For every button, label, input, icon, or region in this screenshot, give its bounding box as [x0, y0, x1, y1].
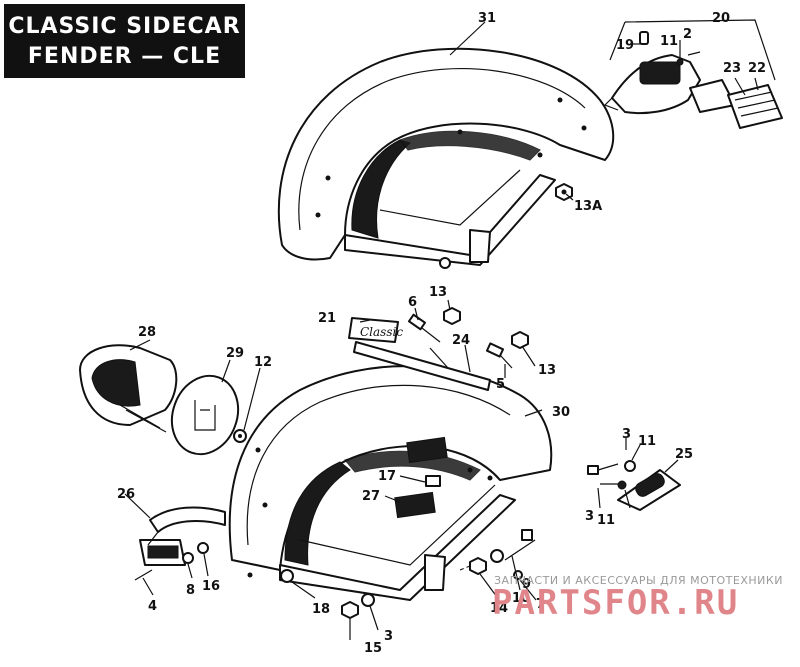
bolt-6	[407, 313, 441, 343]
diagram-title-line-1: CLASSIC SIDECAR	[8, 14, 241, 39]
callout-11-right: 11	[638, 434, 656, 449]
callout-31: 31	[478, 11, 496, 26]
trim-rail-24	[353, 341, 491, 391]
callout-17: 17	[378, 469, 396, 484]
tail-lamp-28	[79, 344, 178, 433]
callout-28: 28	[138, 325, 156, 340]
callout-26: 26	[117, 487, 135, 502]
callout-13-right: 13	[538, 363, 556, 378]
emblem-script-text: Classic	[360, 325, 403, 339]
callout-15: 15	[364, 641, 382, 656]
upper-fender-31	[277, 47, 615, 269]
nut-14	[469, 557, 487, 575]
lower-fender-30	[228, 365, 553, 601]
diagram-title-box: CLASSIC SIDECAR FENDER — CLE	[4, 4, 245, 78]
watermark: ЗАПЧАСТИ И АКСЕССУАРЫ ДЛЯ МОТОТЕХНИКИ PA…	[492, 574, 783, 623]
nut-13-upper	[443, 307, 461, 325]
callout-30: 30	[552, 405, 570, 420]
callout-7: 7	[536, 597, 545, 612]
washer-11-lower	[617, 480, 627, 490]
watermark-brand: PARTSFOR.RU	[492, 583, 739, 623]
washer-11-upper	[624, 460, 636, 472]
callout-22: 22	[748, 61, 766, 76]
nut-15	[341, 601, 359, 619]
nut-18	[280, 569, 294, 583]
callout-10: 10	[512, 591, 530, 606]
washer-9	[490, 549, 504, 563]
callout-3-lower: 3	[384, 629, 393, 644]
callout-21: 21	[318, 311, 336, 326]
callout-2: 2	[683, 27, 692, 42]
callout-labels: 31 20 19 11 2 23 22 13A 21 6 13 24 13 5 …	[117, 11, 766, 656]
callout-24: 24	[452, 333, 470, 348]
callout-9: 9	[522, 577, 531, 592]
callout-3-bottom: 3	[585, 509, 594, 524]
watermark-caption: ЗАПЧАСТИ И АКСЕССУАРЫ ДЛЯ МОТОТЕХНИКИ	[494, 574, 783, 587]
leader-lines	[124, 21, 759, 640]
callout-6: 6	[408, 295, 417, 310]
callout-13-top: 13	[429, 285, 447, 300]
plate-bracket-26	[139, 506, 226, 566]
callout-16: 16	[202, 579, 220, 594]
reflector-25	[617, 469, 681, 511]
callout-27: 27	[362, 489, 380, 504]
callout-4: 4	[148, 599, 157, 614]
washer-8	[182, 552, 194, 564]
bolt-5	[485, 342, 513, 369]
washer-3-lower	[361, 593, 375, 607]
nut-16	[197, 542, 209, 554]
callout-29: 29	[226, 346, 244, 361]
diagram-title-line-2: FENDER — CLE	[27, 44, 222, 69]
callout-3-top: 3	[622, 427, 631, 442]
callout-11-bottom: 11	[597, 513, 615, 528]
callout-5: 5	[496, 377, 505, 392]
callout-8: 8	[186, 583, 195, 598]
tail-lamp-assembly-20	[603, 19, 783, 129]
callout-13a: 13A	[574, 199, 602, 214]
callout-18: 18	[312, 602, 330, 617]
classic-emblem-21: Classic	[348, 317, 403, 343]
callout-23: 23	[723, 61, 741, 76]
bolt-10	[504, 529, 536, 561]
lamp-bracket-29	[170, 374, 240, 456]
callout-19: 19	[616, 38, 634, 53]
screw-4	[134, 569, 153, 581]
bolt-3-upper	[587, 463, 619, 475]
callout-11-top: 11	[660, 34, 678, 49]
callout-25: 25	[675, 447, 693, 462]
nut-12	[233, 429, 247, 443]
callout-20: 20	[712, 11, 730, 26]
callout-12: 12	[254, 355, 272, 370]
callout-14: 14	[490, 601, 508, 616]
nut-13-right	[511, 331, 529, 349]
